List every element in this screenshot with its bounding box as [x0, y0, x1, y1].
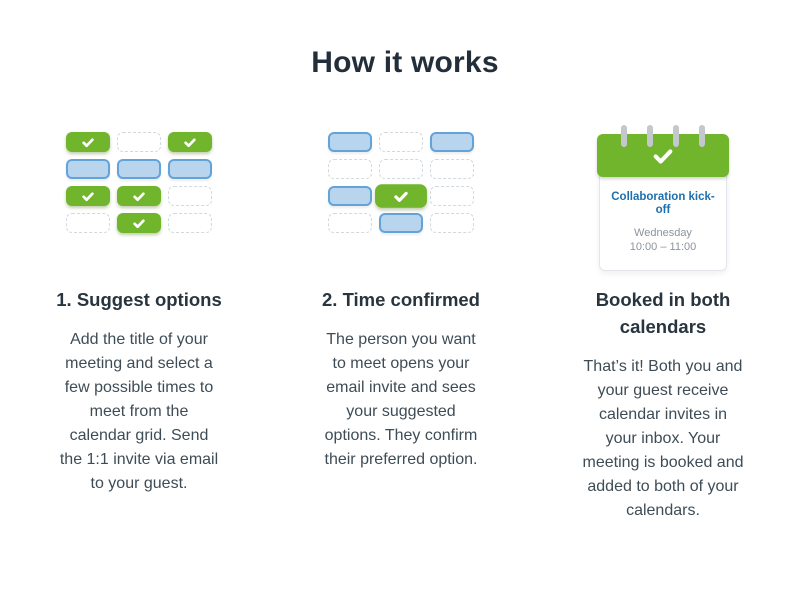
step-icon-area: Collaboration kick-off Wednesday 10:00 –… — [532, 118, 794, 271]
calendar-event-card-icon: Collaboration kick-off Wednesday 10:00 –… — [597, 125, 729, 271]
time-slot-empty — [430, 213, 474, 233]
event-time: 10:00 – 11:00 — [629, 241, 697, 253]
binder-ring-icon — [699, 125, 705, 147]
steps-row: 1. Suggest options Add the title of your… — [0, 118, 810, 523]
time-slot-blue — [168, 159, 212, 179]
step-description: Add the title of your meeting and select… — [59, 331, 219, 492]
section-title: How it works — [311, 46, 499, 79]
time-slot-empty — [328, 159, 372, 179]
step-heading: 2. Time confirmed — [322, 289, 480, 310]
time-slot-blue — [66, 159, 110, 179]
step-heading: 1. Suggest options — [56, 289, 222, 310]
time-slot-blue — [328, 132, 372, 152]
time-slot-blue — [328, 186, 372, 206]
time-slot-empty — [430, 159, 474, 179]
confirmation-grid-icon — [328, 132, 474, 233]
step-suggest-options: 1. Suggest options Add the title of your… — [8, 118, 270, 523]
event-day: Wednesday — [634, 227, 692, 239]
availability-grid-icon — [66, 132, 212, 233]
time-slot-blue — [379, 213, 423, 233]
step-description: That’s it! Both you and your guest recei… — [582, 358, 744, 519]
step-icon-area — [8, 118, 270, 250]
time-slot-green — [117, 213, 161, 233]
event-title: Collaboration kick-off — [611, 191, 715, 216]
step-description: The person you want to meet opens your e… — [324, 331, 478, 468]
binder-ring-icon — [673, 125, 679, 147]
step-time-confirmed: 2. Time confirmed The person you want to… — [270, 118, 532, 523]
time-slot-empty — [379, 132, 423, 152]
time-slot-green — [117, 186, 161, 206]
time-slot-green — [168, 132, 212, 152]
calendar-header — [597, 134, 729, 177]
time-slot-empty — [117, 132, 161, 152]
time-slot-blue — [430, 132, 474, 152]
time-slot-empty — [66, 213, 110, 233]
time-slot-green — [66, 132, 110, 152]
step-booked-in-both-calendars: Collaboration kick-off Wednesday 10:00 –… — [532, 118, 794, 523]
calendar-event-body: Collaboration kick-off Wednesday 10:00 –… — [599, 173, 727, 271]
how-it-works-section: How it works 1. Suggest options Add the … — [0, 46, 810, 612]
binder-ring-icon — [647, 125, 653, 147]
calendar-binder-rings — [621, 125, 705, 147]
time-slot-empty — [168, 186, 212, 206]
time-slot-blue — [117, 159, 161, 179]
step-icon-area — [270, 118, 532, 250]
time-slot-empty — [379, 159, 423, 179]
binder-ring-icon — [621, 125, 627, 147]
time-slot-empty — [328, 213, 372, 233]
checkmark-icon — [653, 148, 673, 164]
time-slot-empty — [430, 186, 474, 206]
step-heading: Booked in both calendars — [595, 289, 731, 337]
time-slot-empty — [168, 213, 212, 233]
time-slot-green — [66, 186, 110, 206]
time-slot-green — [375, 184, 427, 208]
